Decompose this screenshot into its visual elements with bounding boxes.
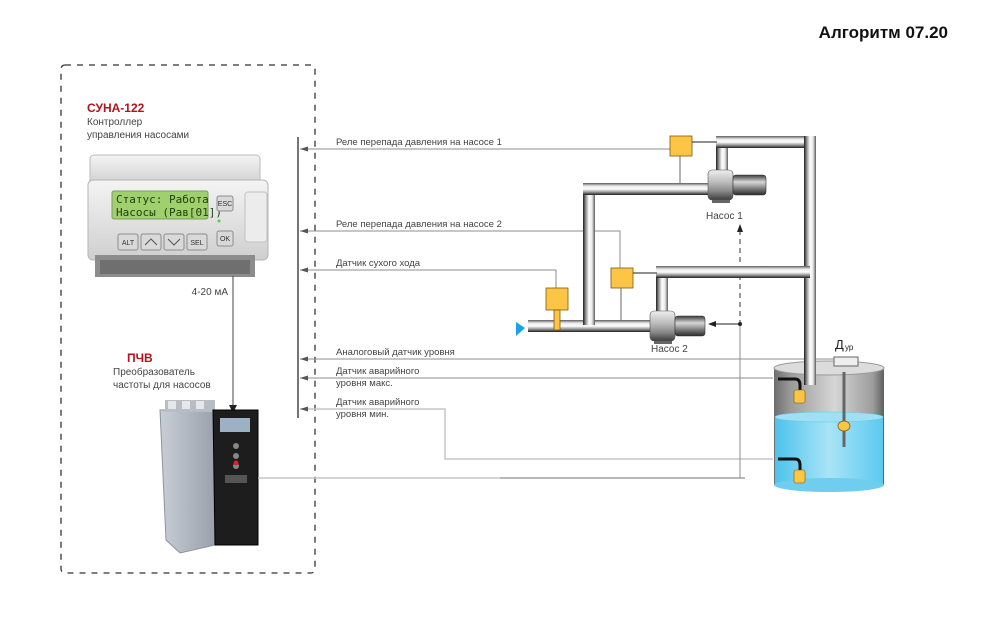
arrow-down-icon — [229, 405, 237, 413]
pump2-control-arrow — [708, 321, 716, 327]
float-switch-max — [793, 389, 806, 404]
chevron-up-icon — [144, 238, 158, 246]
algorithm-title: Алгоритм 07.20 — [819, 23, 948, 42]
signal-emergency-level-min: Датчик аварийного уровня мин. — [300, 397, 773, 460]
water-tank — [773, 356, 885, 492]
button-ok[interactable]: OK — [216, 230, 234, 247]
inlet-arrow-icon — [516, 322, 525, 336]
vfd-name: ПЧВ — [127, 351, 153, 365]
lcd-line-1: Статус: Работа — [116, 193, 209, 206]
signal-dry-run-sensor: Датчик сухого хода — [300, 258, 557, 288]
svg-text:Датчик сухого хода: Датчик сухого хода — [336, 258, 421, 269]
level-sensor-label: Д — [835, 337, 844, 352]
control-cabinet-border — [60, 64, 316, 574]
svg-text:Аналоговый датчик уровня: Аналоговый датчик уровня — [336, 347, 455, 358]
signal-pressure-relay-2: Реле перепада давления на насосе 2 — [300, 219, 621, 268]
button-esc[interactable]: ESC — [216, 195, 234, 212]
float-switch-min — [793, 469, 806, 484]
controller-desc-2: управления насосами — [87, 130, 189, 141]
svg-text:уровня мин.: уровня мин. — [336, 409, 389, 420]
level-float — [837, 420, 851, 432]
pump-2-label: Насос 2 — [651, 344, 688, 355]
svg-text:Датчик аварийного: Датчик аварийного — [336, 366, 419, 377]
pressure-relay-2 — [610, 267, 634, 289]
level-sensor-head — [833, 356, 859, 367]
pipework — [528, 136, 816, 366]
vfd-desc-2: частоты для насосов — [113, 380, 211, 391]
button-down[interactable] — [163, 233, 185, 251]
controller-device: Статус: Работа Насосы (Рав[01]) ALT SEL … — [87, 154, 269, 277]
water-level — [775, 417, 883, 485]
controller-desc-1: Контроллер — [87, 117, 143, 128]
signal-emergency-level-max: Датчик аварийного уровня макс. — [300, 366, 773, 389]
analog-output-label: 4-20 мА — [192, 287, 229, 298]
lcd-line-2: Насосы (Рав[01]) — [116, 206, 222, 219]
controller-lcd — [111, 190, 209, 220]
status-led — [217, 219, 221, 223]
level-sensor-sub: ур — [845, 343, 854, 352]
svg-text:Датчик аварийного: Датчик аварийного — [336, 397, 419, 408]
pressure-relay-1 — [669, 135, 693, 157]
button-alt[interactable]: ALT — [117, 233, 139, 251]
signal-pressure-relay-1: Реле перепада давления на насосе 1 — [300, 137, 670, 152]
svg-text:Реле перепада давления на насо: Реле перепада давления на насосе 1 — [336, 137, 502, 148]
svg-text:SEL: SEL — [190, 240, 203, 247]
dry-run-sensor — [545, 287, 569, 311]
vfd-desc-1: Преобразователь — [113, 366, 195, 378]
pump-2 — [649, 310, 706, 344]
vfd-device — [159, 400, 259, 554]
svg-text:ESC: ESC — [218, 201, 232, 208]
button-up[interactable] — [140, 233, 162, 251]
pump-1-label: Насос 1 — [706, 211, 743, 222]
svg-text:уровня макс.: уровня макс. — [336, 378, 393, 389]
svg-text:Реле перепада давления на насо: Реле перепада давления на насосе 2 — [336, 219, 502, 230]
chevron-down-icon — [167, 238, 181, 246]
svg-text:OK: OK — [220, 236, 230, 243]
signal-analog-level-sensor: Аналоговый датчик уровня — [300, 347, 834, 362]
controller-name: СУНА-122 — [87, 101, 145, 115]
button-sel[interactable]: SEL — [186, 233, 208, 251]
svg-text:ALT: ALT — [122, 240, 135, 247]
pump-1 — [707, 169, 767, 203]
